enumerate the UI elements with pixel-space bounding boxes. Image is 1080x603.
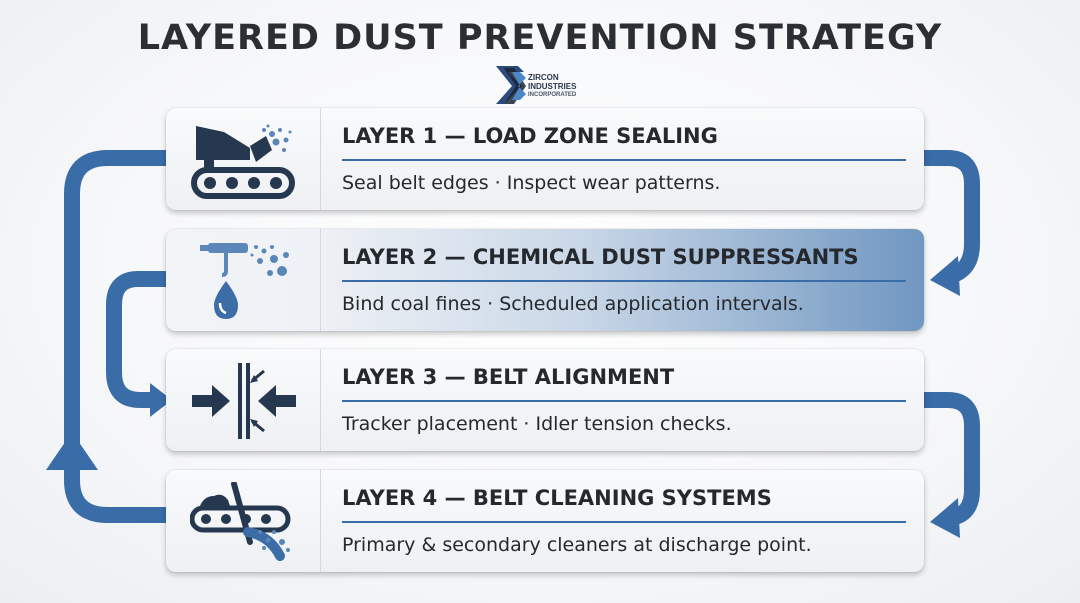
- layer-4-title: LAYER 4 — BELT CLEANING SYSTEMS: [342, 486, 772, 510]
- layer-3-card: LAYER 3 — BELT ALIGNMENT Tracker placeme…: [166, 349, 924, 451]
- layer-2-title: LAYER 2 — CHEMICAL DUST SUPPRESSANTS: [342, 245, 859, 269]
- layer-4-description: Primary & secondary cleaners at discharg…: [342, 534, 812, 556]
- layer-1-description: Seal belt edges · Inspect wear patterns.: [342, 172, 721, 194]
- layer3-to-layer4-arrow: [924, 392, 980, 526]
- layer-3-description: Tracker placement · Idler tension checks…: [342, 413, 732, 435]
- layer-2-description: Bind coal fines · Scheduled application …: [342, 293, 804, 315]
- spray-droplet-icon: [200, 243, 289, 319]
- logo-line-3: INCORPORATED: [528, 92, 577, 98]
- layer-3-divider: [342, 400, 906, 402]
- layer-3-title: LAYER 3 — BELT ALIGNMENT: [342, 365, 675, 389]
- layer2-to-layer3-arrow: [106, 271, 166, 408]
- layer-1-title: LAYER 1 — LOAD ZONE SEALING: [342, 124, 718, 148]
- zircon-logo-icon: [496, 66, 526, 104]
- layer-4-card: LAYER 4 — BELT CLEANING SYSTEMS Primary …: [166, 470, 924, 572]
- layer-2-divider: [342, 280, 906, 282]
- arrowhead-layer2: [930, 256, 960, 296]
- arrowhead-up: [46, 432, 98, 470]
- layer-2-card: LAYER 2 — CHEMICAL DUST SUPPRESSANTS Bin…: [166, 229, 924, 331]
- layer1-to-layer2-arrow: [924, 150, 980, 284]
- logo-line-1: ZIRCON: [528, 73, 559, 82]
- layer-4-divider: [342, 521, 906, 523]
- conveyor-loading-icon: [191, 124, 295, 199]
- belt-cleaner-icon: [190, 482, 291, 561]
- alignment-arrows-icon: [192, 363, 296, 439]
- logo-line-2: INDUSTRIES: [528, 82, 577, 91]
- layer-1-card: LAYER 1 — LOAD ZONE SEALING Seal belt ed…: [166, 108, 924, 210]
- layer-1-divider: [342, 159, 906, 161]
- return-loop-arrow: [64, 150, 166, 445]
- arrowhead-layer4: [930, 498, 960, 538]
- arrowhead-layer3: [150, 383, 172, 417]
- company-logo: ZIRCON INDUSTRIES INCORPORATED: [494, 64, 594, 108]
- page-title: LAYERED DUST PREVENTION STRATEGY: [137, 18, 943, 58]
